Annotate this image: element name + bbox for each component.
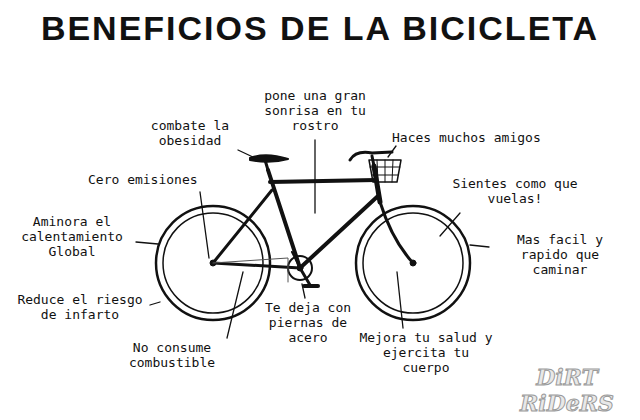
- benefit-callout: Mejora tu salud y ejercita tu cuerpo: [356, 330, 496, 375]
- benefit-callout: Aminora el calentamiento Global: [8, 214, 136, 259]
- benefit-callout: Mas facil y rapido que caminar: [490, 232, 630, 277]
- benefit-callout: combate la obesidad: [140, 118, 240, 148]
- title: BENEFICIOS DE LA BICICLETA: [20, 8, 620, 48]
- benefit-callout: Haces muchos amigos: [392, 130, 552, 145]
- benefit-callout: Reduce el riesgo de infarto: [10, 292, 150, 322]
- benefit-callout: Sientes como que vuelas!: [450, 176, 580, 206]
- benefit-callout: Cero emisiones: [88, 172, 218, 187]
- benefit-callout: Te deja con piernas de acero: [258, 300, 358, 345]
- benefit-callout: No consume combustible: [112, 340, 232, 370]
- watermark: DiRT RiDeRS: [500, 364, 634, 416]
- benefit-callout: pone una gran sonrisa en tu rostro: [262, 88, 368, 133]
